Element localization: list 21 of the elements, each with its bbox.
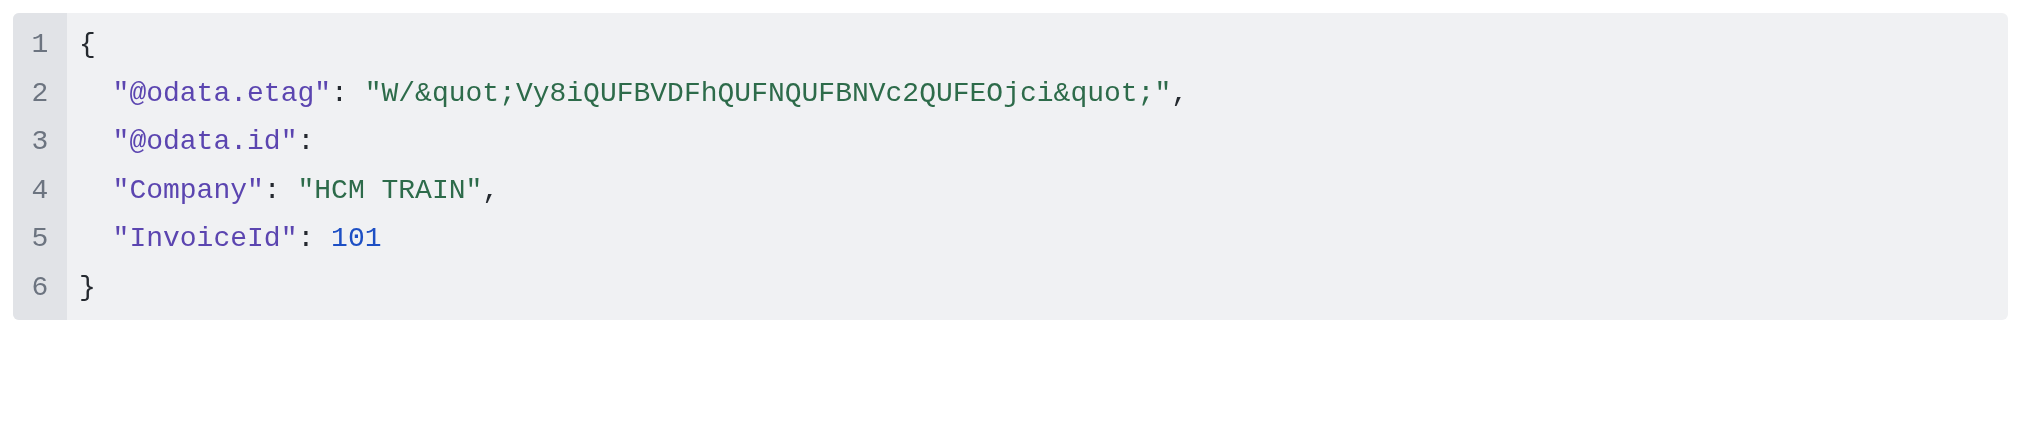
line-number: 3	[30, 125, 50, 159]
punctuation: ,	[482, 174, 500, 206]
json-string: "HCM TRAIN"	[297, 174, 483, 206]
json-key: "@odata.etag"	[112, 77, 332, 109]
punctuation: :	[297, 223, 315, 254]
line-number: 5	[30, 222, 50, 256]
punctuation: :	[297, 126, 315, 157]
line-number: 2	[30, 76, 50, 111]
punctuation: {	[79, 29, 96, 60]
json-number: 101	[331, 223, 382, 254]
line-number: 4	[30, 173, 50, 208]
punctuation: ,	[1171, 77, 1188, 109]
line-number: 1	[30, 28, 50, 62]
json-key: "@odata.id"	[112, 126, 298, 157]
json-key: "Company"	[112, 174, 264, 206]
punctuation: :	[263, 174, 281, 206]
json-key: "InvoiceId"	[112, 223, 298, 254]
punctuation: }	[79, 271, 96, 303]
json-string: "W/&quot;Vy8iQUFBVDFhQUFNQUFBNVc2QUFEOjci&quot;"	[364, 77, 1172, 109]
line-number: 6	[30, 270, 50, 305]
punctuation: :	[331, 77, 348, 109]
